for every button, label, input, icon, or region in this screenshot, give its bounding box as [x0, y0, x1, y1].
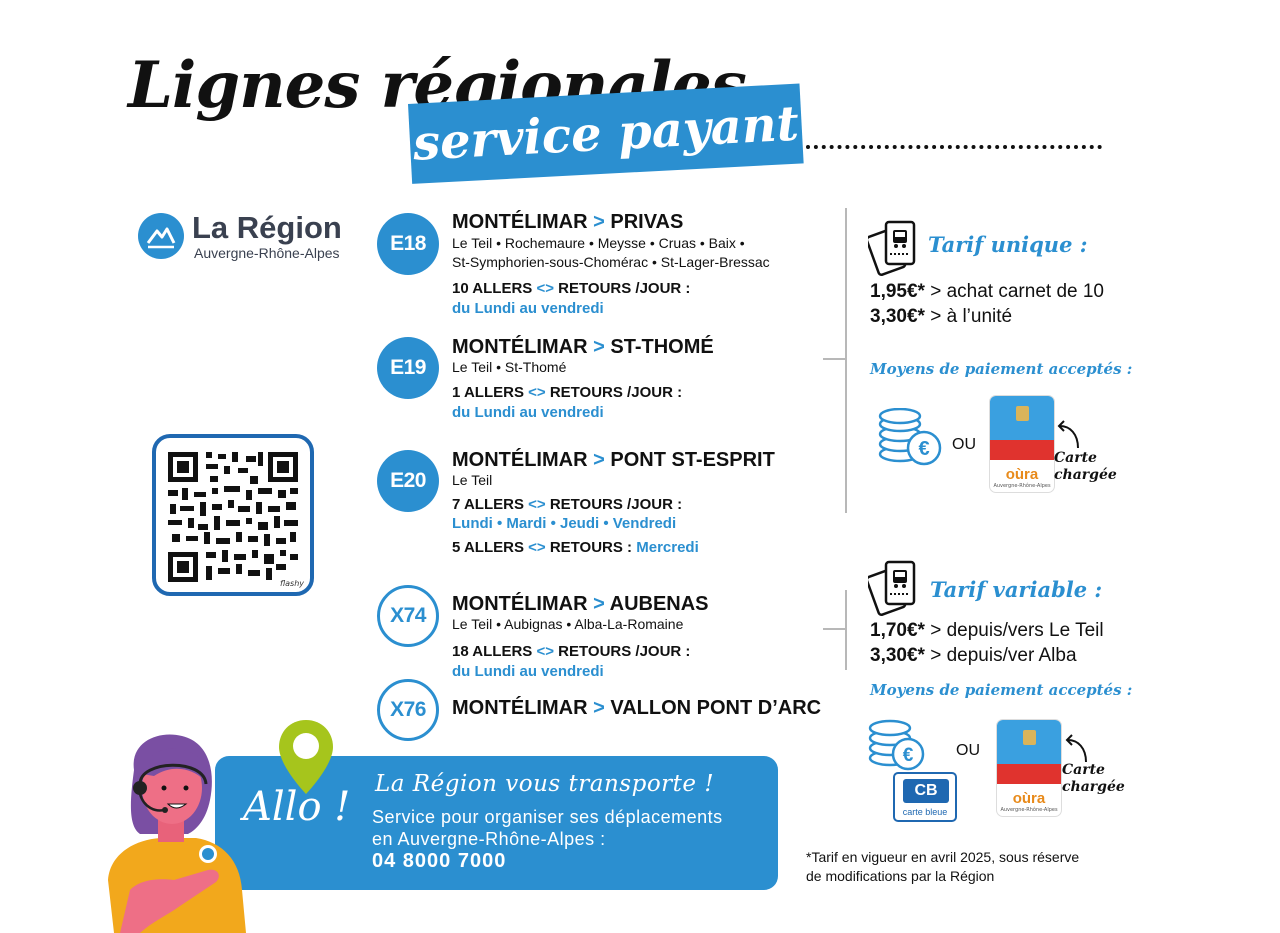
route-days-e19: du Lundi au vendredi: [452, 404, 604, 421]
card-label-unique: Carte chargée: [1054, 450, 1117, 483]
allo-heading: La Région vous transporte !: [375, 771, 715, 797]
route-days-e20: Lundi • Mardi • Jeudi • Vendredi: [452, 515, 677, 532]
region-logo: La Région Auvergne-Rhône-Alpes: [138, 210, 358, 265]
route-frequency-e19: 1 ALLERS <> RETOURS /JOUR :: [452, 384, 683, 401]
carte-bleue-card-icon: CB carte bleue: [893, 772, 957, 822]
route-badge-e19: E19: [377, 337, 439, 399]
tarif-variable-price-le-teil: 1,70€* > depuis/vers Le Teil: [870, 620, 1104, 641]
route-frequency-x74: 18 ALLERS <> RETOURS /JOUR :: [452, 643, 691, 660]
tarif-variable-connector: [823, 628, 847, 630]
qr-code-pattern: [168, 452, 298, 582]
tarif-unique-heading: Tarif unique :: [928, 232, 1088, 257]
curved-arrow-icon: [1057, 420, 1079, 449]
svg-text:€: €: [903, 745, 914, 766]
region-mountain-icon: [138, 213, 184, 259]
tarif-unique-connector: [823, 358, 847, 360]
title-dotted-rule: [806, 145, 1102, 149]
route-title-e18: MONTÉLIMAR > PRIVAS: [452, 211, 684, 233]
allo-description: Service pour organiser ses déplacements …: [372, 807, 723, 849]
route-frequency-e20: 7 ALLERS <> RETOURS /JOUR :: [452, 496, 683, 513]
bus-ticket-icon: [868, 560, 916, 616]
allo-word: Allo !: [243, 784, 351, 830]
route-title-x76: MONTÉLIMAR > VALLON PONT D’ARC: [452, 697, 822, 719]
allo-phone-number[interactable]: 04 8000 7000: [372, 850, 507, 872]
route-title-e20: MONTÉLIMAR > PONT ST-ESPRIT: [452, 449, 775, 471]
svg-text:€: €: [918, 438, 929, 460]
coins-euro-icon: €: [868, 719, 925, 771]
phone-operator-illustration: [108, 734, 246, 933]
oura-card-brand: oùra: [1005, 466, 1039, 483]
route-badge-e18: E18: [377, 213, 439, 275]
tarif-unique-bracket: [845, 208, 847, 513]
route-badge-e20: E20: [377, 450, 439, 512]
oura-card-sub: Auvergne-Rhône-Alpes: [993, 483, 1051, 489]
route-stops-e19: Le Teil • St-Thomé: [452, 359, 567, 375]
coins-euro-icon: €: [878, 408, 942, 466]
route-title-x74: MONTÉLIMAR > AUBENAS: [452, 593, 709, 615]
oura-card-sub: Auvergne-Rhône-Alpes: [1000, 807, 1058, 813]
qr-brand-tag: flashy: [279, 579, 304, 588]
tarif-unique-price-unit: 3,30€* > à l’unité: [870, 306, 1013, 327]
tarif-variable-price-alba: 3,30€* > depuis/ver Alba: [870, 645, 1077, 666]
payment-heading-variable: Moyens de paiement acceptés :: [870, 681, 1133, 699]
route-badge-x74: X74: [377, 585, 439, 647]
cb-label: carte bleue: [902, 807, 948, 817]
oura-card-icon: oùra Auvergne-Rhône-Alpes: [997, 720, 1061, 816]
tarif-variable-bracket: [845, 590, 847, 670]
or-label-unique: OU: [952, 436, 976, 453]
tarif-unique-price-carnet: 1,95€* > achat carnet de 10: [870, 281, 1104, 302]
route-frequency-e18: 10 ALLERS <> RETOURS /JOUR :: [452, 280, 691, 297]
payment-heading-unique: Moyens de paiement acceptés :: [870, 360, 1133, 378]
region-name: La Région: [192, 210, 342, 245]
card-label-variable: Carte chargée: [1062, 762, 1125, 795]
route-title-e19: MONTÉLIMAR > ST-THOMÉ: [452, 336, 714, 358]
location-pin-icon: [279, 720, 333, 794]
oura-card-icon: oùra Auvergne-Rhône-Alpes: [990, 396, 1054, 492]
route-badge-x76: X76: [377, 679, 439, 741]
cb-logo: CB: [903, 779, 949, 803]
route-frequency-e20-wednesday: 5 ALLERS <> RETOURS : Mercredi: [452, 539, 699, 556]
tarif-variable-heading: Tarif variable :: [930, 577, 1103, 602]
route-stops-e18: Le Teil • Rochemaure • Meysse • Cruas • …: [452, 235, 770, 270]
or-label-variable: OU: [956, 742, 980, 759]
qr-code[interactable]: flashy: [152, 434, 314, 596]
route-days-x74: du Lundi au vendredi: [452, 663, 604, 680]
tariff-footnote: *Tarif en vigueur en avril 2025, sous ré…: [806, 849, 1080, 884]
oura-card-brand: oùra: [1012, 790, 1046, 807]
route-days-e18: du Lundi au vendredi: [452, 300, 604, 317]
route-stops-e20: Le Teil: [452, 472, 493, 488]
curved-arrow-icon: [1065, 734, 1087, 763]
region-subtitle: Auvergne-Rhône-Alpes: [194, 245, 340, 261]
route-stops-x74: Le Teil • Aubignas • Alba-La-Romaine: [452, 616, 684, 632]
bus-ticket-icon: [868, 220, 916, 276]
